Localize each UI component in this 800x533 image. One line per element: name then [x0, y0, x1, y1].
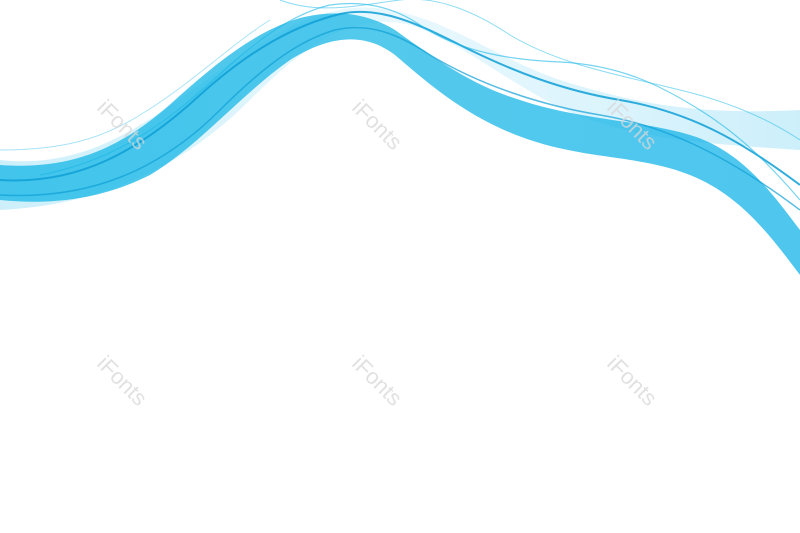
wave-strand-4 [279, 0, 800, 141]
wave-strand-1 [0, 10, 800, 186]
wave-strand-2 [0, 26, 800, 211]
wave-strand-3 [39, 2, 800, 201]
wave-strand-5 [0, 19, 271, 151]
wave-ribbon-main [0, 13, 800, 276]
